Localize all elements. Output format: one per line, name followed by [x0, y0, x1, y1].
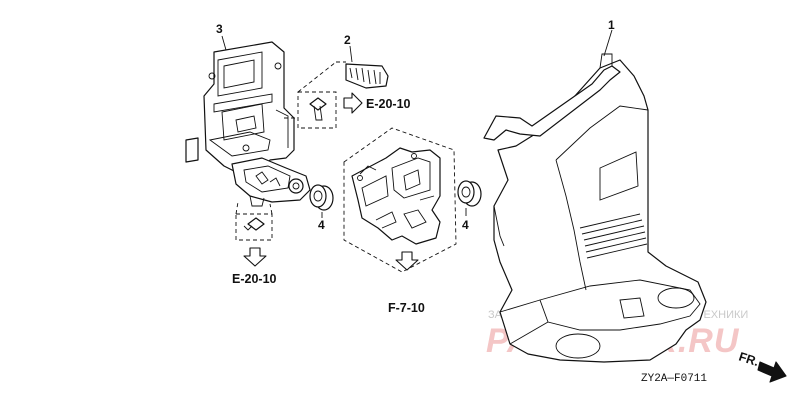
cover-part-1 [483, 53, 707, 363]
front-arrow-icon [757, 361, 787, 383]
bolt-group-lower [235, 201, 273, 241]
direction-label: FR. [737, 350, 760, 370]
bracket-part-3 [185, 41, 311, 207]
callout-2: 2 [344, 33, 351, 47]
grommet-part-4-left [309, 184, 334, 211]
ref-label-upper: E-20-10 [366, 97, 411, 111]
ref-label-lower: E-20-10 [232, 272, 277, 286]
grommet-part-4-right [457, 180, 482, 207]
ref-label-center: F-7-10 [388, 301, 425, 315]
ref-arrow-center [395, 251, 419, 271]
front-direction-indicator: FR. [737, 350, 787, 383]
callout-1: 1 [608, 18, 615, 32]
bolt-group-upper [284, 61, 346, 129]
ref-arrow-lower [243, 247, 267, 267]
callout-4-left: 4 [318, 218, 325, 232]
diagram-code: ZY2A—F0711 [641, 373, 707, 385]
center-assembly [343, 127, 457, 273]
callout-3: 3 [216, 22, 223, 36]
ref-arrow-upper [343, 92, 363, 114]
callout-4-right: 4 [462, 218, 469, 232]
clip-part-2 [345, 63, 389, 89]
